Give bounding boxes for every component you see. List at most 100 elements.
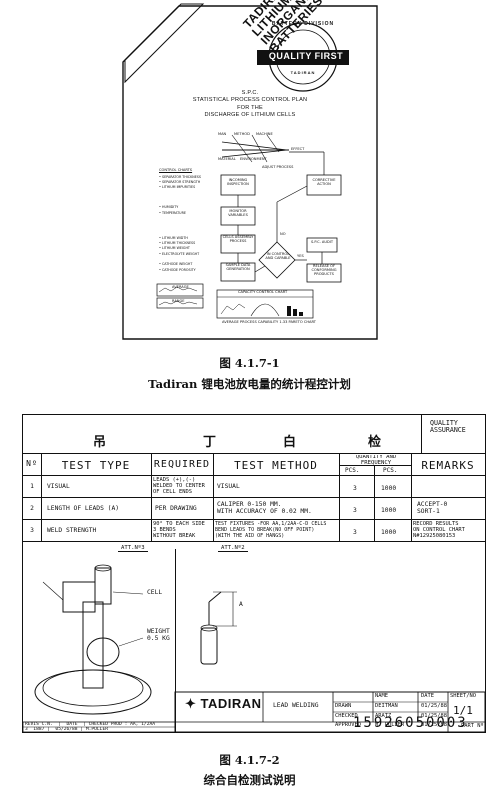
col-header-pcs-2: PCS. [383,467,398,474]
spc-plan-figure: TADIRAN LITHIUM INORGANIC BATTERIES [117,0,379,341]
average-chart-label: AVERAGE [172,285,189,289]
cn-header-1: 吊 [93,435,107,450]
row-2-method: CALIPER 0-150 MM. WITH ACCURACY OF 0.02 … [217,501,312,515]
caption-1-title: Tadiran 锂电池放电量的统计程控计划 [148,377,351,391]
logo-band [124,3,205,84]
row-1-q1: 3 [353,485,357,492]
approved-name: M. PULLER [375,722,405,728]
control-chart-item: • TEMPERATURE [159,211,186,215]
row-3-q2: 1000 [381,529,397,536]
approved-role: APPROVED [335,722,361,728]
decision-diamond [258,241,296,279]
row-3-required: 90° TO EACH SIDE 3 BENDS WITHOUT BREAK [153,521,205,539]
cn-header-3: 白 [283,435,297,450]
row-1-no: 1 [30,483,34,490]
fishbone-man: MAN [218,132,227,136]
row-3-type: WELD STRENGTH [47,527,97,534]
plan-title-line-2: STATISTICAL PROCESS CONTROL PLAN [192,97,308,104]
row-1-method: VISUAL [217,483,240,490]
seal-band [257,50,349,65]
col-header-remarks: REMARKS [421,459,475,472]
sheet-number: 1/1 [453,704,473,717]
plan-title-line-1: S.P.C. [241,90,259,96]
fishbone-method: METHOD [234,132,250,136]
col-header-required: REQUIRED [153,459,211,470]
approved-date: 01/25/88 [421,722,447,728]
row-2-q1: 3 [353,507,357,514]
plan-title-line-4: DISCHARGE OF LITHIUM CELLS [204,112,296,119]
sample-data-label: SAMPLE DATA GENERATION [225,263,251,272]
row-3-method: TEST FIXTURES -FOR AA,1/2AA-C-D CELLS BE… [215,521,327,539]
control-chart-item: • CATHODE POROSITY [159,268,196,272]
name-header: NAME [375,693,388,699]
fishbone-environment: ENVIRONMENT [240,157,267,161]
sheet-header: SHEET/NO [450,693,476,699]
incoming-inspection-label: INCOMING INSPECTION [227,178,249,187]
row-1-type: VISUAL [47,483,70,490]
revision-row: 3 1887 | 05/26/88 | M.PULLER [25,727,108,732]
plan-title: S.P.C. STATISTICAL PROCESS CONTROL PLAN … [150,90,350,120]
row-1-required: LEADS (+),(-) WELDED TO CENTER OF CELL E… [153,477,205,495]
plan-title-line-3: FOR THE [237,104,263,111]
control-chart-item: • LITHIUM THICKNESS [159,241,196,245]
control-charts-title: CONTROL CHARTS [159,168,193,172]
fishbone-machine: MACHINE [256,132,273,136]
product-title: LEAD WELDING [273,702,319,709]
decision-yes-label: YES [297,254,304,258]
checked-date: 01/25/88 [421,713,447,719]
control-chart-item: • ELECTROLYTE WEIGHT [159,252,200,256]
col-header-no: Nº [26,459,38,468]
row-2-required: PER DRAWING [155,505,197,512]
col-header-test-type: TEST TYPE [61,459,131,472]
test-fixture-drawings [23,564,485,732]
seal-band-text: QUALITY FIRST [268,51,344,61]
release-box [306,263,342,283]
cell-label: CELL [147,589,163,596]
row-2-no: 2 [30,505,34,512]
drawn-name: DEITMAN [375,703,398,709]
revision-header: REVIS C.N. | DATE | CHECKED PROD : AA, 1… [25,722,155,727]
att-2-label: ATT.Nº2 [218,545,248,552]
release-label: RELEASE OF CONFORMING PRODUCTS [311,264,337,277]
capacity-bottom-labels: AVERAGE PROCESS CAPABILITY 1.33 PARETO C… [222,320,316,324]
fishbone-material: MATERIAL [218,157,236,161]
capacity-chart-title: CAPACITY CONTROL CHART [238,290,288,294]
monitor-variables-label: MONITOR VARIABLES [228,209,248,218]
cells-assembly-label: CELLS ASSEMBLY PROCESS [222,235,254,244]
col-header-pcs-1: PCS. [345,467,360,474]
corrective-action-label: CORRECTIVE ACTION [312,178,336,187]
control-chart-item: • HUMIDITY [159,205,179,209]
decision-no-label: NO [280,232,286,236]
part-number-label: PART Nº [461,723,484,729]
control-chart-item: • LITHIUM IMPURITIES [159,185,196,189]
control-chart-item: • SEPARATOR STRENGTH [159,180,201,184]
caption-2-title: 综合自检测试说明 [203,773,296,787]
date-header: DATE [421,693,434,699]
control-chart-item: • LITHIUM WEIGHT [159,246,190,250]
checked-role: CHECKED [335,713,358,719]
drawn-role: DRAWN [335,703,352,709]
spc-plan-drawing [122,3,378,340]
decision-label: IN CONTROL AND CAPABLE [265,252,291,261]
tadiran-logo-text: TADIRAN [200,696,262,711]
tadiran-logo: ✦ TADIRAN [185,696,262,712]
dimension-a-label: A [239,601,243,608]
adjust-process-label: ADJUST PROCESS [262,165,294,169]
range-chart-label: RANGE [172,299,185,303]
row-3-no: 3 [30,527,34,534]
checked-name: ARATZ [375,713,392,719]
col-header-test-method: TEST METHOD [234,459,318,472]
row-1-q2: 1000 [381,485,397,492]
caption-2-number: 图 4.1.7-2 [219,753,280,767]
cn-header-2: 丁 [203,435,217,450]
drawn-date: 01/25/88 [421,703,447,709]
fishbone-effect: EFFECT [291,147,305,151]
spc-audit-label: S.P.C. AUDIT [310,240,334,244]
control-chart-item: • CATHODE WEIGHT [159,262,193,266]
row-3-remarks: RECORD RESULTS ON CONTROL CHART N#129250… [413,521,465,539]
tadiran-logo-icon: ✦ [185,696,201,711]
row-2-remarks: ACCEPT-0 SORT-1 [417,501,448,515]
control-chart-item: • SEPARATOR THICKNESS [159,175,201,179]
quality-assurance-label: QUALITY ASSURANCE [430,420,466,435]
seal-bottom-text: TADIRAN [290,70,316,75]
